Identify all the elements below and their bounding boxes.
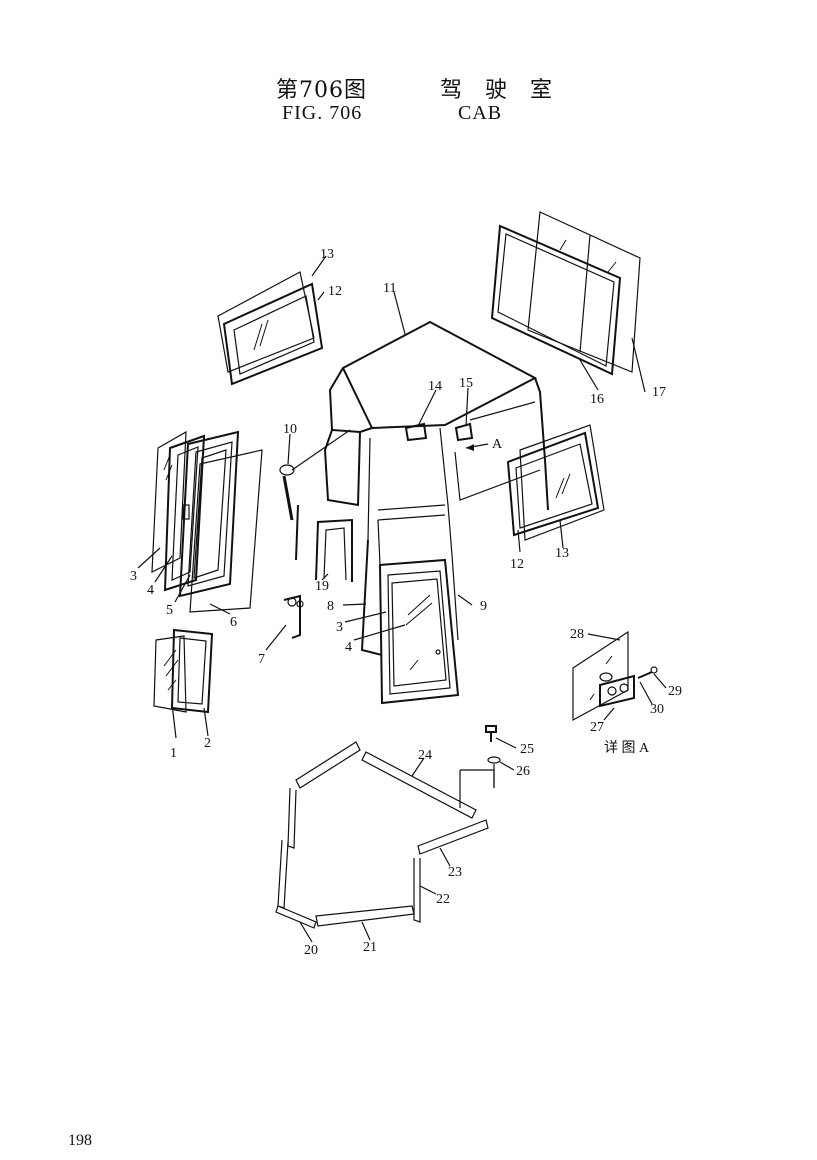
detail-a-label: 详 图 A xyxy=(604,740,650,756)
callout-12-side: 12 xyxy=(510,557,524,572)
callout-25: 25 xyxy=(520,742,534,757)
side-window-right-part xyxy=(506,424,605,541)
callout-27: 27 xyxy=(590,720,604,735)
view-a-arrow-label: A xyxy=(492,437,503,452)
callout-21: 21 xyxy=(363,940,377,955)
bracket-part xyxy=(283,594,304,639)
callout-19: 19 xyxy=(315,579,329,594)
left-door-part xyxy=(151,430,263,613)
callout-16: 16 xyxy=(590,392,604,407)
callout-15: 15 xyxy=(459,376,473,391)
callout-1: 1 xyxy=(170,746,177,761)
figure-number-english: FIG. 706 xyxy=(282,102,363,124)
callout-9: 9 xyxy=(480,599,487,614)
cab-body-part xyxy=(323,320,549,656)
figure-number-chinese: 第706图 xyxy=(276,78,367,103)
small-window-part xyxy=(153,628,214,714)
callout-12-top: 12 xyxy=(328,284,342,299)
clip-part xyxy=(404,422,489,451)
figure-title-english: CAB xyxy=(458,102,503,124)
page-number: 198 xyxy=(68,1132,92,1149)
callout-4-left: 4 xyxy=(147,583,154,598)
callout-5: 5 xyxy=(166,603,173,618)
callout-10: 10 xyxy=(283,422,297,437)
callout-2: 2 xyxy=(204,736,211,751)
figure-title-chinese: 驾 驶 室 xyxy=(440,78,560,103)
callout-22: 22 xyxy=(436,892,450,907)
roof-window-part xyxy=(217,271,324,386)
callout-20: 20 xyxy=(304,943,318,958)
callout-3-left: 3 xyxy=(130,569,137,584)
front-door-part xyxy=(377,519,460,705)
callout-14: 14 xyxy=(428,379,442,394)
wiper-part xyxy=(279,429,351,561)
callout-8: 8 xyxy=(327,599,334,614)
floor-trim-part xyxy=(275,725,501,929)
callout-3-door: 3 xyxy=(336,620,343,635)
callout-13-top: 13 xyxy=(320,247,334,262)
callout-6: 6 xyxy=(230,615,237,630)
callout-28: 28 xyxy=(570,627,584,642)
callout-labels: 3 4 5 6 7 8 9 10 11 12 13 14 15 16 17 19… xyxy=(130,247,682,958)
callout-17: 17 xyxy=(652,385,666,400)
callout-7: 7 xyxy=(258,652,265,667)
leader-lines xyxy=(137,255,667,943)
callout-24: 24 xyxy=(418,748,432,763)
callout-30: 30 xyxy=(650,702,664,717)
callout-13-side: 13 xyxy=(555,546,569,561)
door-frame-19-part xyxy=(315,518,353,582)
callout-26: 26 xyxy=(516,764,530,779)
rear-window-part xyxy=(490,211,641,376)
callout-23: 23 xyxy=(448,865,462,880)
callout-11: 11 xyxy=(383,281,396,296)
detail-a-part xyxy=(572,630,658,722)
callout-4-door: 4 xyxy=(345,640,352,655)
callout-29: 29 xyxy=(668,684,682,699)
